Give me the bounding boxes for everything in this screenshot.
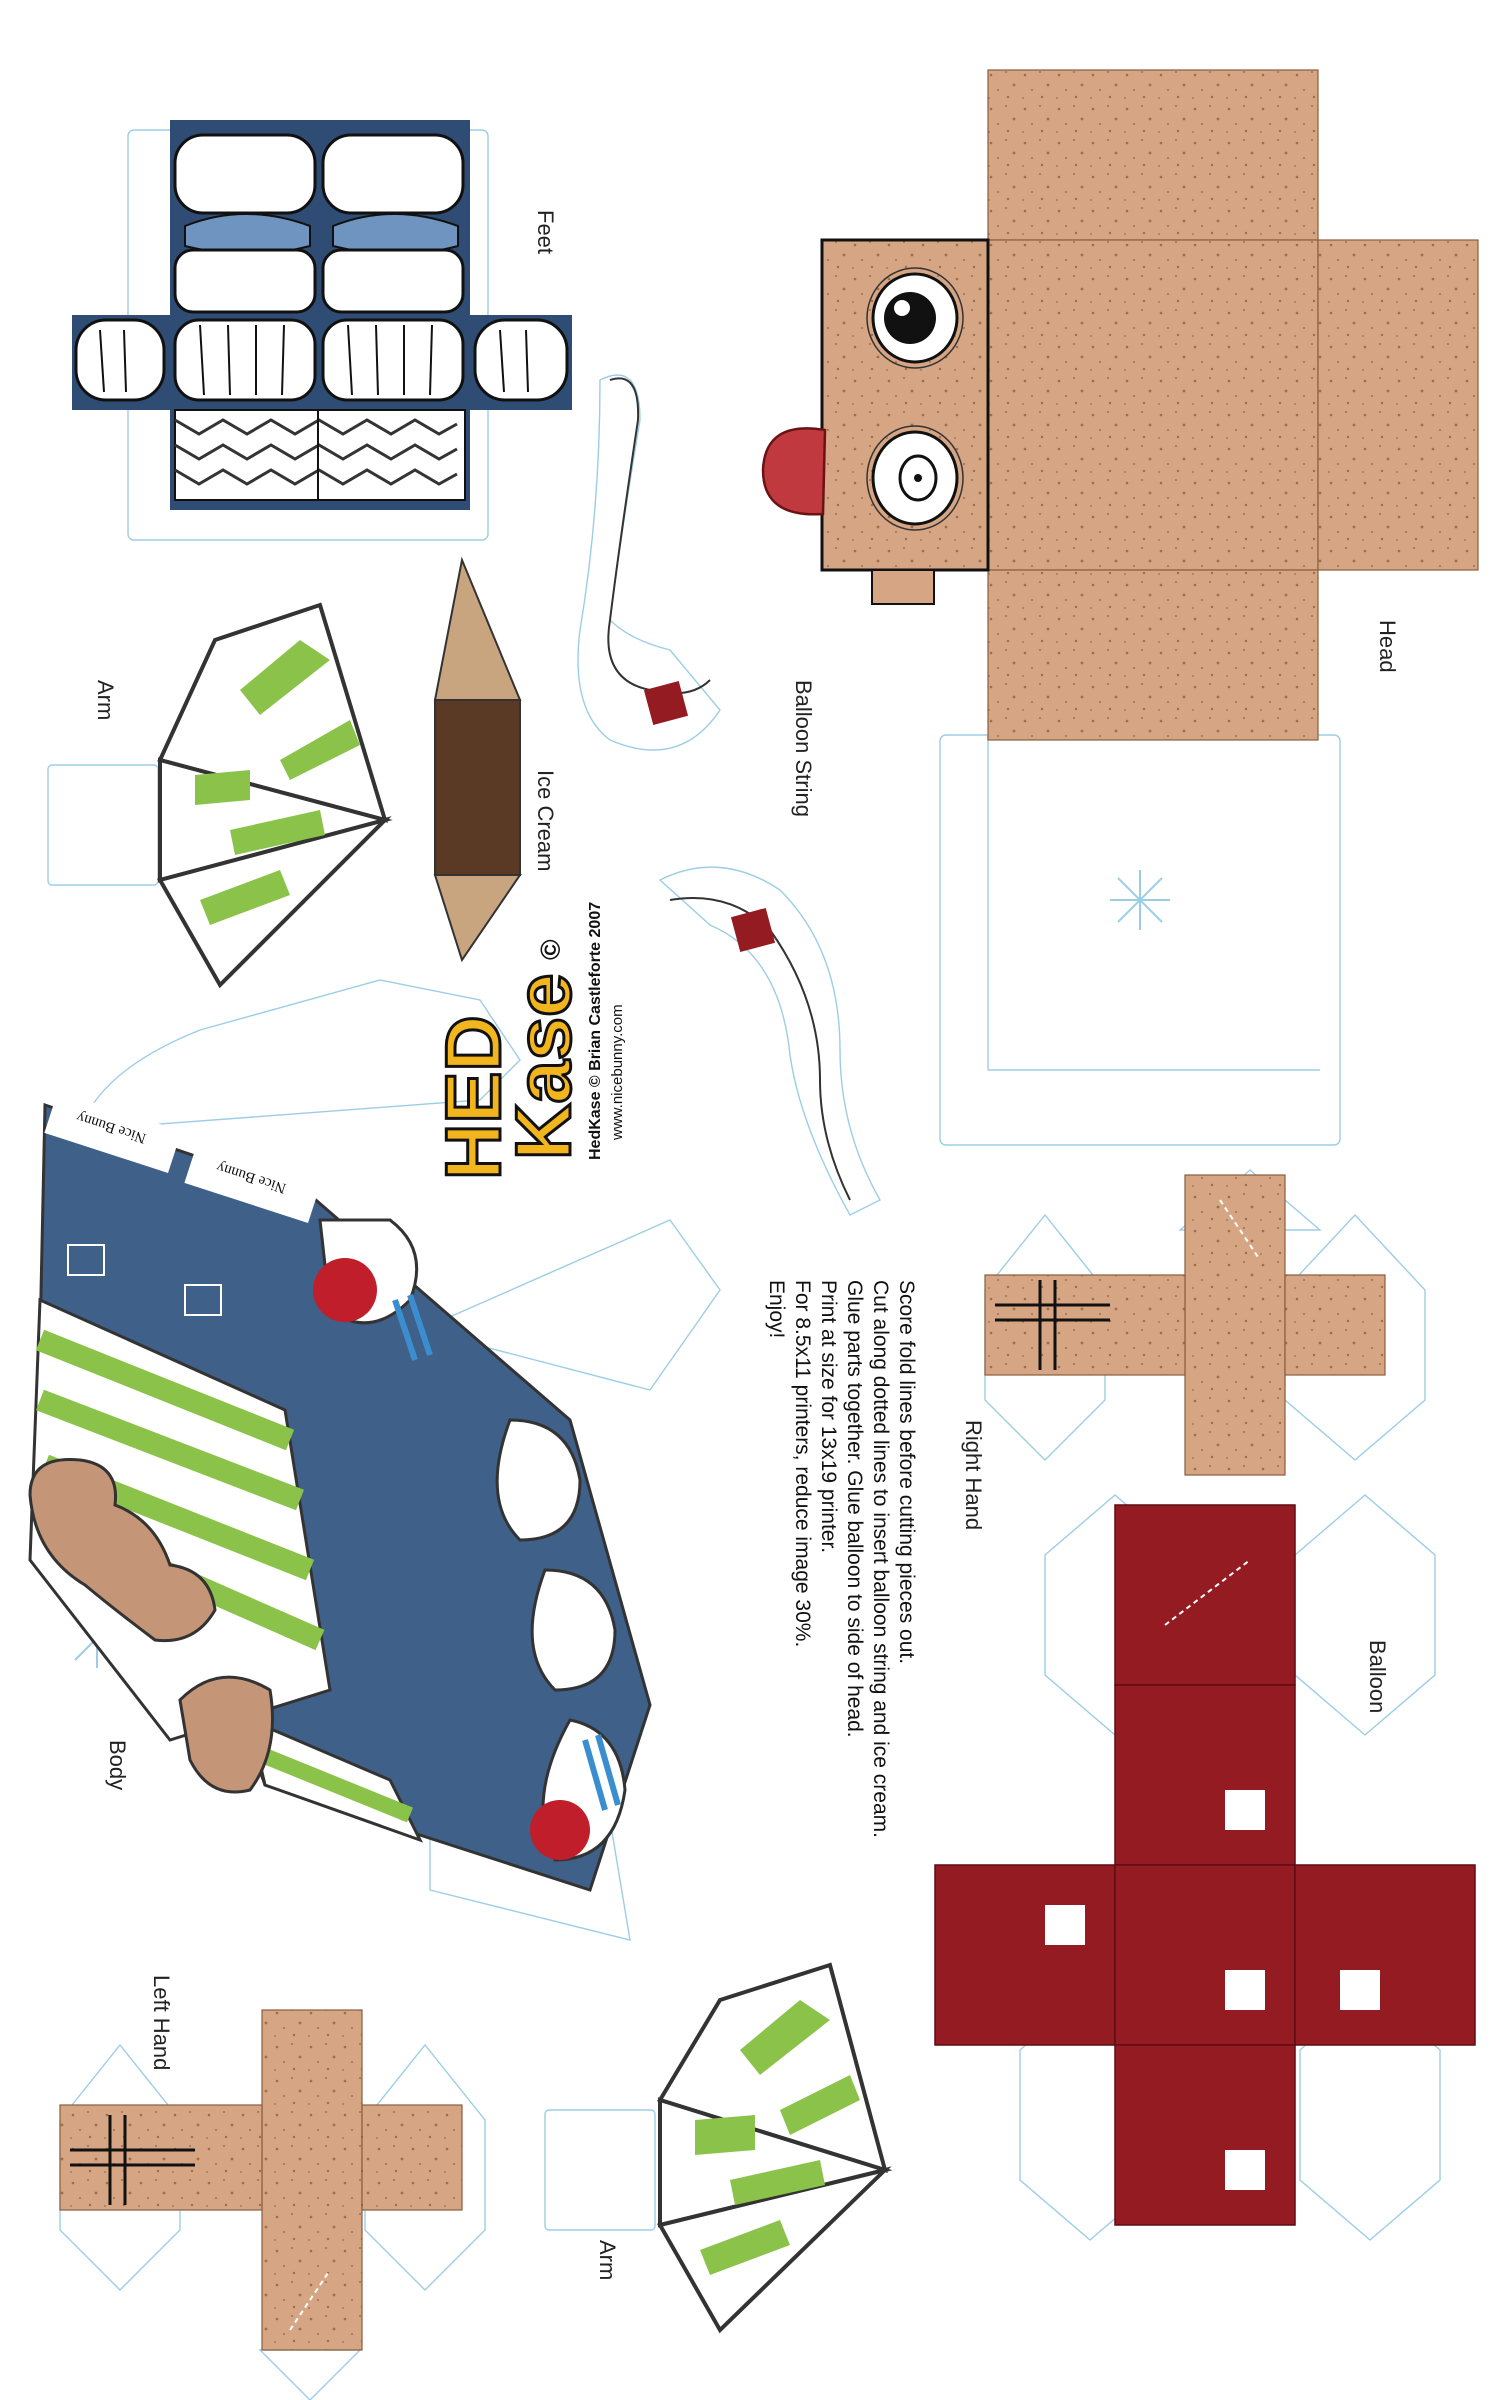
instruction-line: Cut along dotted lines to insert balloon… [869, 1280, 892, 1838]
hedkase-logo: HED Kase © HedKase © Brian Castleforte 2… [428, 902, 627, 1182]
balloon-string-piece [577, 374, 881, 1216]
feet-piece [72, 120, 572, 541]
balloon-label: Balloon [1365, 1640, 1390, 1713]
ice-cream-label: Ice Cream [533, 770, 558, 871]
instruction-line: Score fold lines before cutting pieces o… [895, 1280, 918, 1664]
svg-text:©: © [535, 939, 566, 960]
instruction-line: Print at size for 13x19 printer. [817, 1280, 840, 1553]
balloon-string-label: Balloon String [791, 680, 816, 817]
body-piece: Nice Bunny Nice Bunny [28, 979, 721, 1941]
svg-text:Kase: Kase [499, 974, 587, 1160]
right-hand-label: Right Hand [961, 1420, 986, 1530]
arm-top-piece [47, 602, 393, 989]
left-hand-label: Left Hand [149, 1975, 174, 2070]
instruction-line: Glue parts together. Glue balloon to sid… [843, 1280, 866, 1738]
arm-bottom-piece [544, 1962, 893, 2334]
arm-bottom-label: Arm [595, 2240, 620, 2280]
body-label: Body [105, 1740, 130, 1790]
right-hand-piece [984, 1169, 1426, 1476]
star-icon [1110, 870, 1170, 930]
ice-cream-piece [433, 556, 522, 963]
feet-label: Feet [533, 210, 558, 254]
instruction-line: Enjoy! [765, 1280, 788, 1338]
svg-text:HedKase © Brian Castleforte 20: HedKase © Brian Castleforte 2007 [587, 902, 604, 1160]
eye-icon [866, 425, 964, 531]
svg-text:HED: HED [429, 1015, 517, 1180]
instruction-line: For 8.5x11 printers, reduce image 30%. [791, 1280, 814, 1647]
tongue-icon [761, 427, 827, 516]
svg-text:www.nicebunny.com: www.nicebunny.com [609, 1004, 626, 1141]
arm-top-label: Arm [93, 680, 118, 720]
head-piece [761, 69, 1479, 1146]
eye-icon [866, 267, 964, 369]
balloon-piece [934, 1494, 1476, 2241]
left-hand-piece [59, 2009, 486, 2400]
head-label: Head [1375, 620, 1400, 673]
instructions: Score fold lines before cutting pieces o… [765, 1280, 918, 1838]
